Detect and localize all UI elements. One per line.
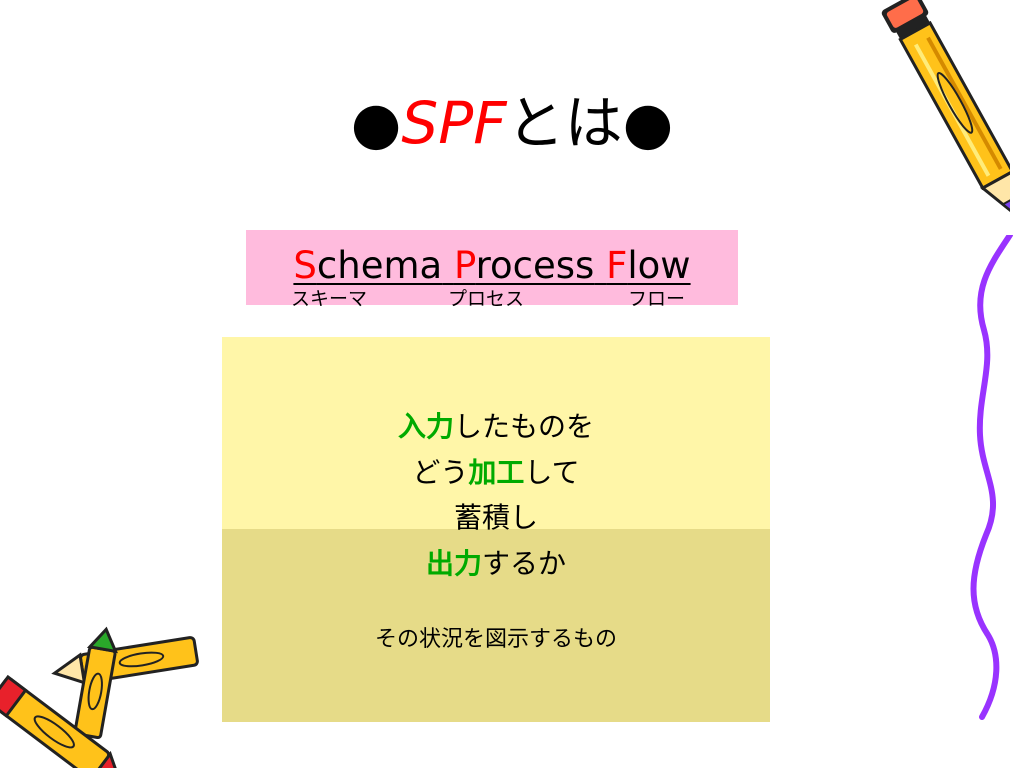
definition-line-output: 出力するか <box>222 546 770 582</box>
emphasis-output: 出力 <box>425 547 482 580</box>
reading-flow: フロー <box>628 288 686 310</box>
definition-line1-text: したものを <box>454 410 595 443</box>
pencil-icon <box>881 0 1010 221</box>
definition-line2-pre: どう <box>412 456 469 489</box>
reading-process: プロセス <box>448 288 525 310</box>
acronym-word-schema: Schema <box>293 244 442 287</box>
definition-box-bottom <box>222 529 770 722</box>
definition-summary: その状況を図示するもの <box>374 627 617 652</box>
acronym-rest-schema: chema <box>316 244 443 287</box>
title-rest: とは <box>506 89 623 157</box>
acronym-line: Schema Process Flow <box>246 244 738 288</box>
definition-line2-post: して <box>524 456 580 489</box>
definition-line-input: 入力したものを <box>222 409 770 445</box>
reading-schema: スキーマ <box>291 288 368 310</box>
acronym-initial-p: P <box>453 244 476 287</box>
acronym-rest-process: rocess <box>475 244 595 287</box>
acronym-rest-flow: low <box>627 244 691 287</box>
emphasis-process: 加工 <box>468 456 525 489</box>
definition-line4-text: するか <box>482 547 567 580</box>
acronym-word-process: Process <box>454 244 594 287</box>
emphasis-input: 入力 <box>397 410 454 443</box>
crayon-icon <box>0 626 199 768</box>
acronym-word-flow: Flow <box>606 244 690 287</box>
wavy-line-decoration <box>970 235 1013 720</box>
definition-line-process: どう加工して <box>222 455 770 491</box>
acronym-initial-f: F <box>606 244 628 287</box>
slide-title: ●SPFとは● <box>0 88 1024 158</box>
title-accent: SPF <box>401 89 507 157</box>
title-bullet-right: ● <box>622 89 674 157</box>
acronym-initial-s: S <box>293 244 317 287</box>
title-bullet-left: ● <box>350 89 402 157</box>
acronym-box: Schema Process Flow <box>246 230 738 305</box>
definition-line-store: 蓄積し <box>453 501 538 534</box>
definition-box-top <box>222 337 770 529</box>
